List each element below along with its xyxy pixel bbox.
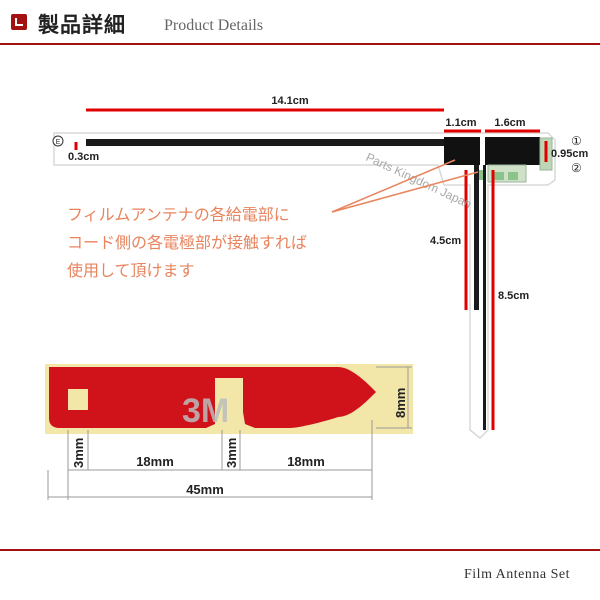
- tape-window-2: [222, 385, 240, 413]
- width-label: 0.3cm: [68, 151, 99, 163]
- tape-seg2-label: 18mm: [287, 454, 325, 469]
- contact-note-line: フィルムアンテナの各給電部に: [67, 205, 290, 224]
- ground-marker-label: E: [56, 139, 61, 146]
- tape-total-label: 45mm: [186, 482, 224, 497]
- length-label: 14.1cm: [271, 95, 309, 107]
- tape-logo: 3M: [182, 392, 229, 430]
- marker-2: ②: [571, 161, 582, 175]
- contact-green-2: [494, 172, 504, 180]
- seg1-label: 1.1cm: [445, 117, 476, 129]
- page-title: 製品詳細: [38, 13, 126, 37]
- lead2-label: 8.5cm: [498, 290, 529, 302]
- callout-arrow-1: [331, 159, 456, 213]
- tape-seg1-label: 18mm: [136, 454, 174, 469]
- tape-gap2-label: 3mm: [224, 438, 239, 468]
- antenna-strip: [86, 139, 444, 146]
- tape-body: [49, 367, 376, 428]
- seg2-label: 1.6cm: [494, 117, 525, 129]
- marker-1: ①: [571, 134, 582, 148]
- lead-1: [474, 165, 479, 310]
- contact-note-line: コード側の各電極部が接触すれば: [67, 233, 308, 252]
- details-icon: [11, 14, 27, 30]
- ground-marker: [52, 135, 64, 147]
- contact-note: フィルムアンテナの各給電部に コード側の各電極部が接触すれば 使用して頂けます: [67, 201, 307, 285]
- contact-green-1: [478, 170, 486, 180]
- footer-label: Film Antenna Set: [464, 567, 570, 582]
- contact-note-line: 使用して頂けます: [67, 261, 195, 280]
- page-subtitle: Product Details: [164, 17, 264, 34]
- footer-divider: [0, 549, 600, 551]
- height-label: 0.95cm: [551, 148, 589, 160]
- header-divider: [0, 43, 600, 45]
- tape-gap1-label: 3mm: [71, 438, 86, 468]
- tape-window-1: [68, 389, 88, 410]
- lead-2: [483, 165, 486, 430]
- contact-green-3: [508, 172, 518, 180]
- feed-block-2: [485, 137, 540, 165]
- tape-height-label: 8mm: [393, 388, 408, 418]
- feed-block-1: [444, 137, 480, 165]
- callout-arrow-2: [331, 171, 479, 213]
- lead1-label: 4.5cm: [430, 235, 461, 247]
- page-header: 製品詳細 Product Details: [0, 0, 600, 46]
